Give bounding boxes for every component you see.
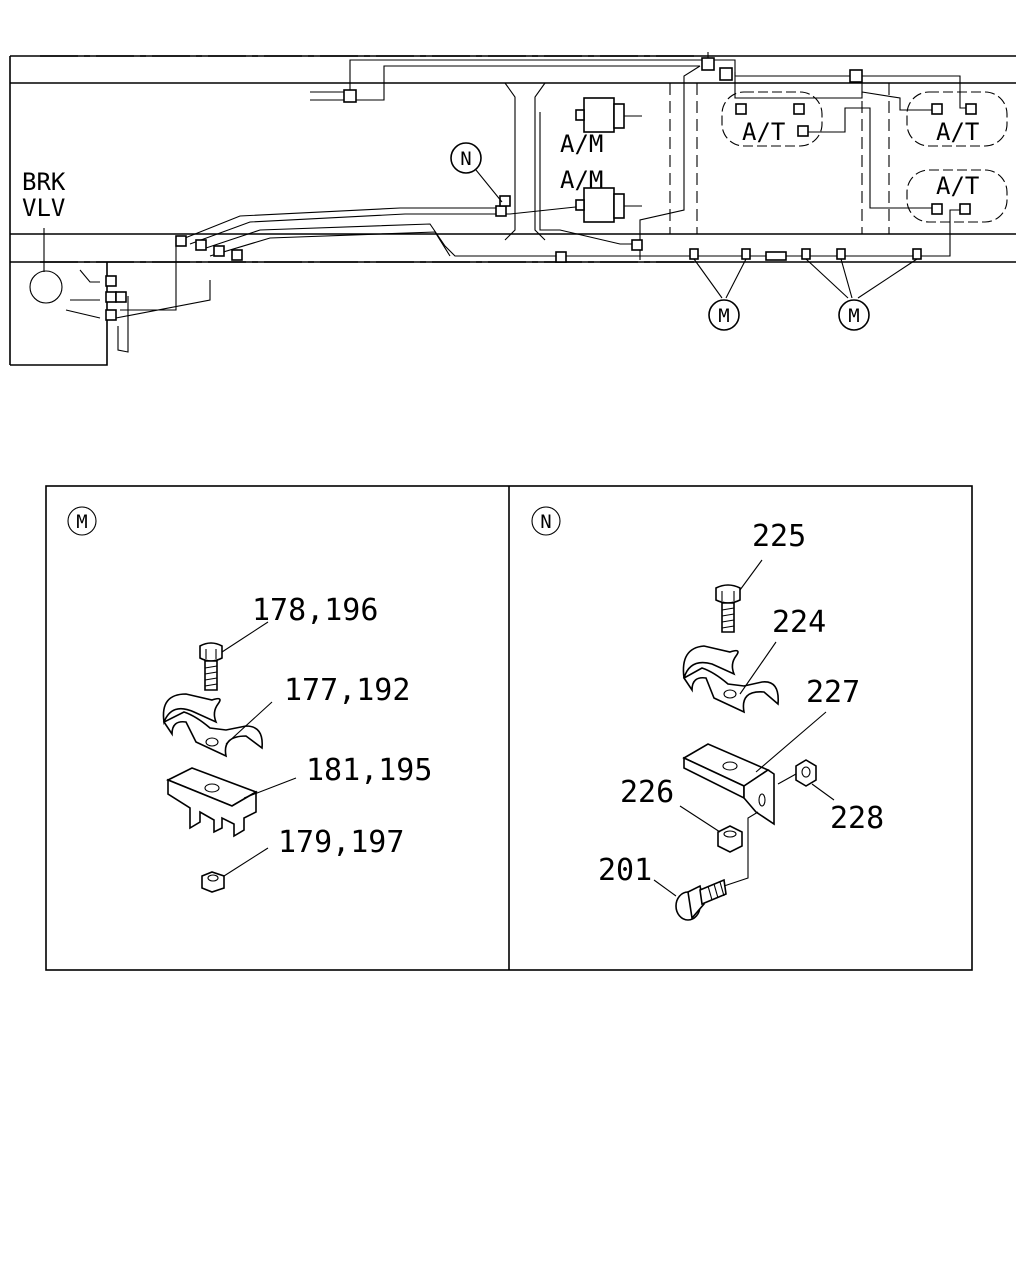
label-227: 227 [806, 675, 860, 710]
svg-text:M: M [848, 305, 859, 327]
bracket-227 [682, 711, 827, 826]
clamp-177-192 [162, 693, 273, 758]
at-tank-2-label: A/T [936, 118, 979, 146]
label-201: 201 [598, 853, 652, 888]
bolt-201 [653, 811, 759, 921]
vlv-label: VLV [22, 194, 65, 222]
am-upper-label: A/M [560, 130, 603, 158]
label-225: 225 [752, 519, 806, 554]
bolt-225 [715, 559, 763, 633]
nut-226 [679, 805, 743, 853]
clamp-224 [682, 641, 779, 714]
callout-m-left: M [708, 299, 740, 331]
at-tank-3-label: A/T [936, 172, 979, 200]
label-177-192: 177,192 [284, 673, 410, 708]
bracket-181-195 [166, 767, 297, 838]
panel-m-marker: M [76, 511, 87, 533]
label-228: 228 [830, 801, 884, 836]
am-chamber-lower [575, 187, 642, 223]
panel-m: M 178,196 177,192 181,195 [67, 506, 432, 893]
brk-label: BRK [22, 168, 66, 196]
panel-n: N 225 224 227 [531, 506, 884, 921]
nut-179-197 [201, 847, 269, 893]
bolt-178-196 [199, 621, 269, 691]
label-178-196: 178,196 [252, 593, 378, 628]
svg-text:N: N [460, 148, 471, 170]
washer-228 [777, 759, 835, 801]
at-tank-2 [906, 91, 1008, 147]
callout-m-right: M [838, 299, 870, 331]
panel-n-marker: N [540, 511, 551, 533]
am-lower-label: A/M [560, 166, 603, 194]
at-tank-3 [906, 169, 1008, 223]
at-tank-1-label: A/T [742, 118, 785, 146]
label-226: 226 [620, 775, 674, 810]
am-chamber-upper [575, 97, 642, 133]
label-181-195: 181,195 [306, 753, 432, 788]
at-tank-1 [721, 91, 823, 147]
clamp-m-markers [689, 248, 922, 299]
svg-text:M: M [718, 305, 729, 327]
label-224: 224 [772, 605, 826, 640]
callout-n: N [450, 142, 503, 203]
air-lines [65, 52, 974, 353]
pipe-fittings [105, 57, 863, 321]
label-179-197: 179,197 [278, 825, 404, 860]
